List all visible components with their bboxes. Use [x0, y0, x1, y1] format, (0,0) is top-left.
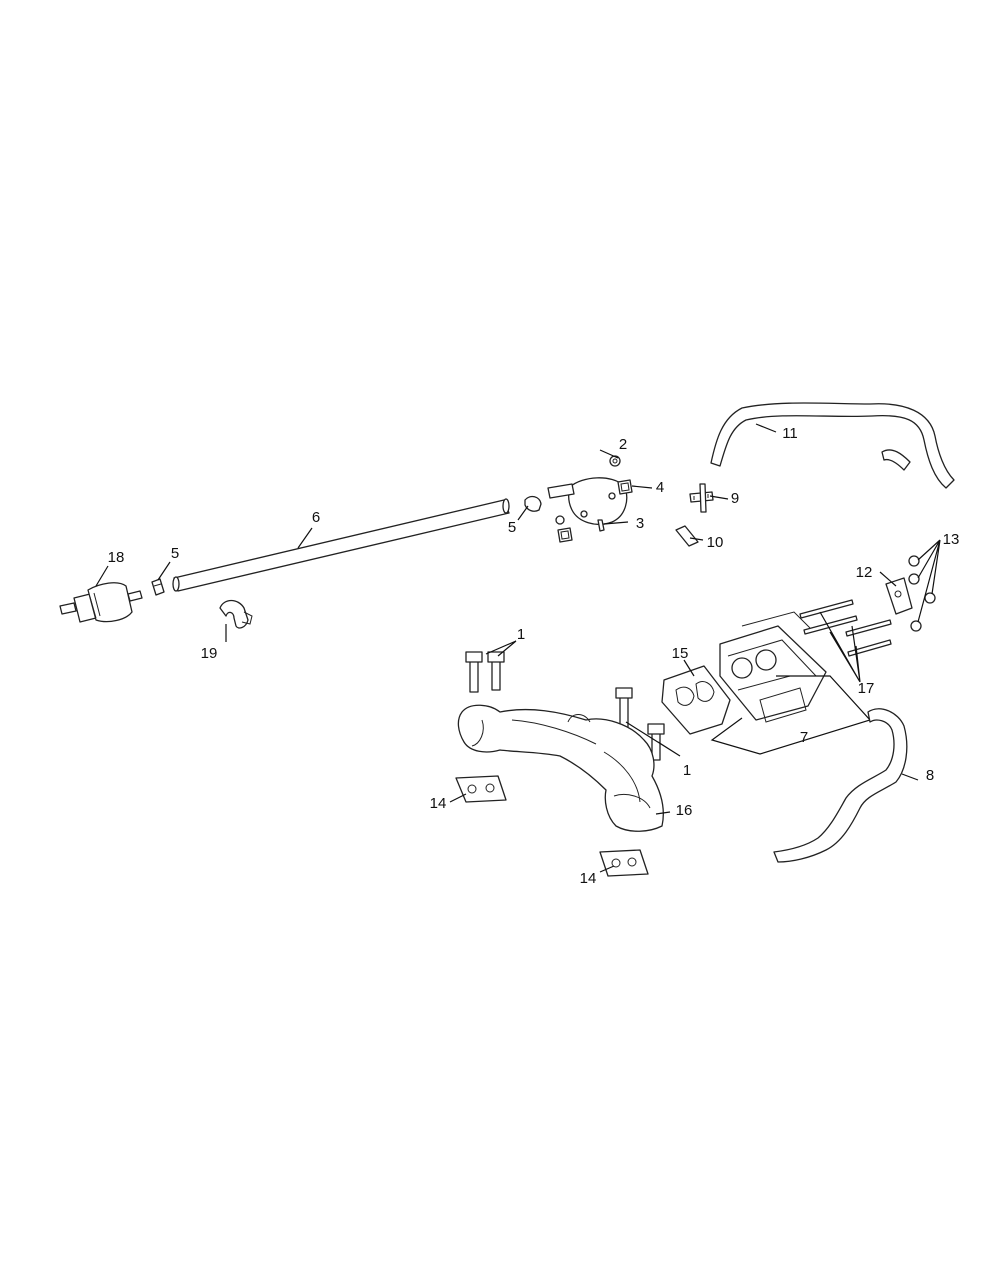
part-hose-clamp-left	[151, 578, 165, 596]
callout-14-lower: 14	[580, 870, 597, 887]
callout-10: 10	[707, 534, 724, 551]
part-washers	[908, 555, 936, 632]
callout-15: 15	[672, 645, 689, 662]
callout-1-top: 1	[517, 626, 525, 643]
part-manifold-gasket-lower	[599, 849, 649, 877]
callout-5-left: 5	[171, 545, 179, 562]
part-fuel-hose-long	[172, 498, 510, 592]
part-carburetor	[710, 611, 872, 755]
part-studs	[799, 599, 892, 657]
part-fuel-filter	[59, 582, 143, 623]
callout-11: 11	[782, 425, 798, 442]
callout-8: 8	[926, 767, 934, 784]
callout-labels: 18 5 6 19 5 2 3 4 9 10 11 12 13 17 15 7 …	[108, 425, 960, 887]
callout-4: 4	[656, 479, 664, 496]
callout-17: 17	[858, 680, 875, 697]
part-pump-gasket-lower	[555, 515, 573, 543]
callout-16: 16	[676, 802, 693, 819]
callout-18: 18	[108, 549, 125, 566]
part-intake-manifold	[457, 704, 664, 832]
part-short-hose	[675, 525, 699, 547]
callout-14-upper: 14	[430, 795, 447, 812]
part-bracket	[885, 577, 913, 615]
part-nut	[609, 455, 621, 467]
callout-13: 13	[943, 531, 960, 548]
part-curved-hose	[710, 402, 955, 489]
callout-12: 12	[856, 564, 873, 581]
callout-2: 2	[619, 436, 627, 453]
callout-1-bottom: 1	[683, 762, 691, 779]
callout-3: 3	[636, 515, 644, 532]
callout-5-right: 5	[508, 519, 516, 536]
part-fuel-fitting	[689, 483, 714, 513]
part-lower-hose	[773, 708, 908, 863]
part-hose-clip	[219, 599, 253, 629]
part-hose-clamp-right	[524, 495, 542, 512]
part-pump-gasket-upper	[617, 479, 633, 495]
callout-9: 9	[731, 490, 739, 507]
part-manifold-gasket-upper	[455, 775, 507, 803]
callout-19: 19	[201, 645, 218, 662]
callout-6: 6	[312, 509, 320, 526]
part-fuel-pump	[547, 477, 628, 532]
callout-7: 7	[800, 729, 808, 746]
part-carb-gasket	[661, 665, 731, 735]
leader-lines	[95, 423, 941, 873]
